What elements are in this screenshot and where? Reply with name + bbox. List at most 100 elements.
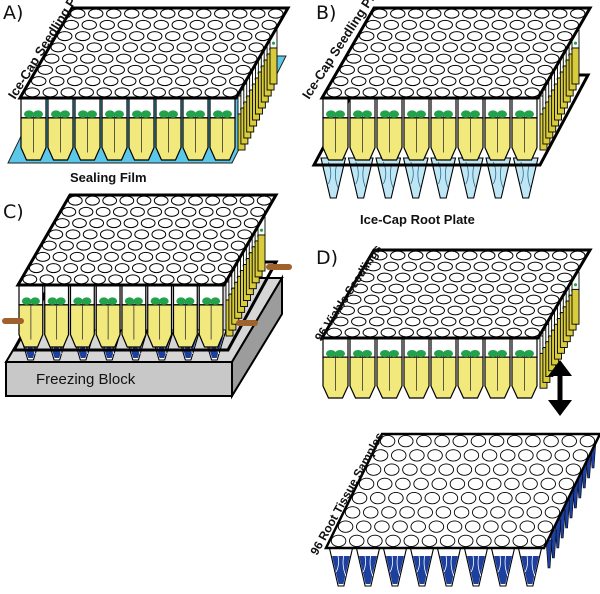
panel-a: A) Ice-Cap Seedling Plate Sealing Film (3, 0, 291, 185)
plate-well (134, 229, 150, 240)
plate-well (465, 64, 481, 75)
cotyledon-left (24, 110, 34, 118)
cotyledon-left (21, 297, 32, 305)
plate-well (536, 449, 552, 462)
plate-well (387, 316, 403, 327)
plate-well (515, 491, 531, 505)
plate-well (199, 64, 215, 75)
plate-well (509, 261, 525, 272)
plate-well (106, 218, 122, 229)
plate-well (367, 534, 383, 548)
side-seedling (259, 228, 264, 232)
plate-well (403, 534, 419, 548)
plate-wells-b (326, 8, 586, 98)
plate-well (333, 76, 349, 87)
plate-well (140, 42, 156, 53)
plate-well (537, 520, 554, 533)
plate-well (545, 261, 561, 272)
plate-well (514, 283, 530, 294)
plate-well (91, 64, 107, 75)
panel-c-letter: C) (3, 201, 24, 223)
plate-wells-a (24, 8, 284, 98)
plate-well (400, 53, 416, 64)
cotyledon-left (47, 297, 58, 305)
plate-well (194, 274, 209, 285)
plate-well (459, 316, 475, 327)
plate-well (166, 263, 182, 274)
plate-well (189, 19, 205, 30)
plate-well (524, 87, 540, 98)
plate-well (134, 53, 150, 64)
plate-well (561, 434, 577, 448)
plate-well (424, 283, 440, 294)
plate-well (467, 272, 483, 283)
plate-well (140, 218, 156, 229)
plate-well (93, 240, 109, 251)
plate-well (237, 31, 253, 42)
plate-well (268, 8, 284, 19)
plate-well (63, 263, 79, 274)
cotyledon-left (124, 297, 135, 305)
plate-well (85, 195, 100, 206)
cotyledon-left (326, 350, 336, 358)
plate-well (462, 8, 478, 19)
plate-well (519, 305, 535, 316)
cotyledon-left (461, 110, 471, 118)
plate-well (387, 76, 403, 87)
plate-well (57, 31, 73, 42)
plate-well (508, 506, 524, 519)
plate-well (93, 31, 109, 42)
cotyledon-left (380, 110, 390, 118)
plate-well (540, 477, 556, 491)
plate-well (419, 261, 435, 272)
plate-well (408, 250, 424, 261)
plate-well (364, 53, 380, 64)
plate-well (127, 240, 143, 251)
plate-well (513, 76, 529, 87)
plate-well (157, 76, 173, 87)
plate-well (117, 19, 133, 30)
plate-well (211, 76, 227, 87)
plate-well (483, 305, 499, 316)
plate-well (42, 87, 58, 98)
plate-well (493, 463, 509, 476)
plate-well (369, 316, 385, 327)
plate-well (423, 76, 439, 87)
cotyledon-right (389, 350, 399, 358)
plate-well (506, 87, 522, 98)
plate-well (444, 250, 460, 261)
plate-well (449, 477, 466, 491)
plate-well (179, 240, 195, 251)
plate-well (413, 31, 429, 42)
cotyledon-left (132, 110, 142, 118)
plate-well (81, 19, 97, 30)
plate-well (418, 294, 434, 305)
cotyledon-right (141, 110, 151, 118)
root-tissue (440, 556, 458, 584)
plate-well (470, 434, 487, 448)
plate-well (547, 463, 563, 476)
plate-well (60, 87, 76, 98)
panel-d-tubes-side (539, 271, 580, 389)
plate-well (441, 316, 457, 327)
plate-well (460, 283, 476, 294)
plate-well (380, 327, 396, 338)
spacer-pin-right-lower (236, 320, 258, 326)
plate-well (495, 76, 511, 87)
plate-well (351, 491, 368, 505)
plate-well (217, 263, 233, 274)
plate-well (398, 87, 414, 98)
plate-well (446, 520, 463, 533)
plate-well (436, 53, 452, 64)
plate-well (114, 263, 130, 274)
plate-well (445, 449, 461, 462)
plate-well (434, 434, 450, 448)
cotyledon-left (353, 110, 363, 118)
plate-well (522, 477, 538, 491)
plate-well (108, 274, 124, 285)
plate-well (449, 31, 465, 42)
plate-well (467, 31, 483, 42)
cotyledon-left (73, 297, 83, 305)
plate-well (99, 19, 115, 30)
plate-well (365, 19, 381, 30)
